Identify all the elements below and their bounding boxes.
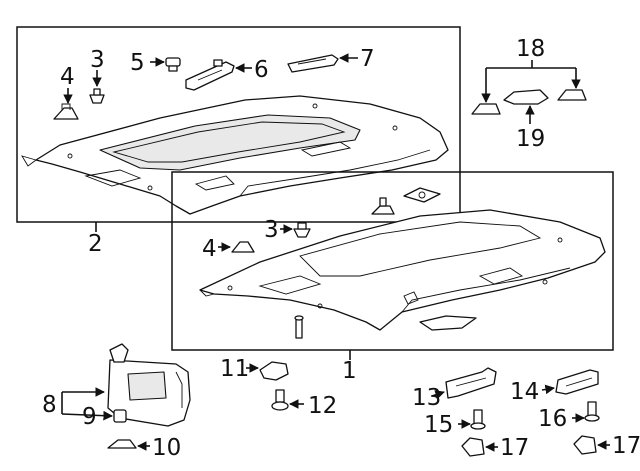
leader-13: [431, 390, 445, 400]
bracket-small: [371, 197, 395, 215]
clip-part-4-upper: [53, 103, 79, 120]
cap-part-17-right: [573, 435, 597, 455]
callout-2: 2: [88, 231, 103, 257]
clip-part-10: [107, 439, 137, 449]
fastener-part-5: [165, 57, 181, 72]
clip-part-4-lower: [231, 241, 255, 253]
bracket-part-11: [259, 361, 289, 381]
bracket-part-6: [185, 59, 235, 91]
headliner-with-sunroof: [21, 95, 449, 215]
grab-handle-part-13: [445, 367, 497, 399]
handle-clips-part-18: [471, 89, 587, 115]
callout-8: 8: [42, 392, 57, 418]
headliner: [199, 209, 606, 331]
callout-6: 6: [254, 57, 269, 83]
lower-headliner-frame: [171, 171, 614, 351]
gasket-plate: [403, 187, 441, 203]
callout-16: 16: [538, 406, 567, 432]
callout-10: 10: [152, 435, 181, 461]
screw-part-15: [470, 409, 486, 430]
cover-part-19: [503, 89, 549, 105]
callout-3-upper: 3: [90, 47, 105, 73]
callout-4-lower: 4: [202, 236, 217, 262]
fastener-part-3-lower: [293, 222, 311, 238]
leader-9: [61, 410, 113, 421]
callout-19: 19: [516, 126, 545, 152]
callout-5: 5: [130, 50, 145, 76]
callout-13: 13: [412, 385, 441, 411]
screw-part-12: [271, 389, 289, 411]
callout-1: 1: [342, 358, 357, 384]
callout-17-left: 17: [500, 435, 529, 461]
bracket-part-7: [287, 54, 339, 73]
grab-handle-part-14: [555, 369, 599, 395]
cap-part-17-left: [461, 437, 485, 457]
callout-9: 9: [82, 404, 97, 430]
screw-part-16: [584, 401, 600, 422]
callout-15: 15: [424, 412, 453, 438]
leader-14: [541, 384, 555, 395]
callout-7: 7: [360, 46, 375, 72]
sun-visor: [107, 343, 191, 427]
fastener-part-3-upper: [89, 88, 105, 104]
trim-plate: [419, 315, 477, 331]
callout-18: 18: [516, 36, 545, 62]
callout-11: 11: [220, 356, 249, 382]
callout-3-lower: 3: [264, 217, 279, 243]
upper-headliner-frame: [16, 26, 461, 223]
callout-14: 14: [510, 379, 539, 405]
callout-12: 12: [308, 393, 337, 419]
callout-17-right: 17: [612, 433, 640, 459]
fastener-part-9: [113, 409, 127, 423]
pin-fastener: [294, 315, 304, 339]
callout-4-upper: 4: [60, 64, 75, 90]
